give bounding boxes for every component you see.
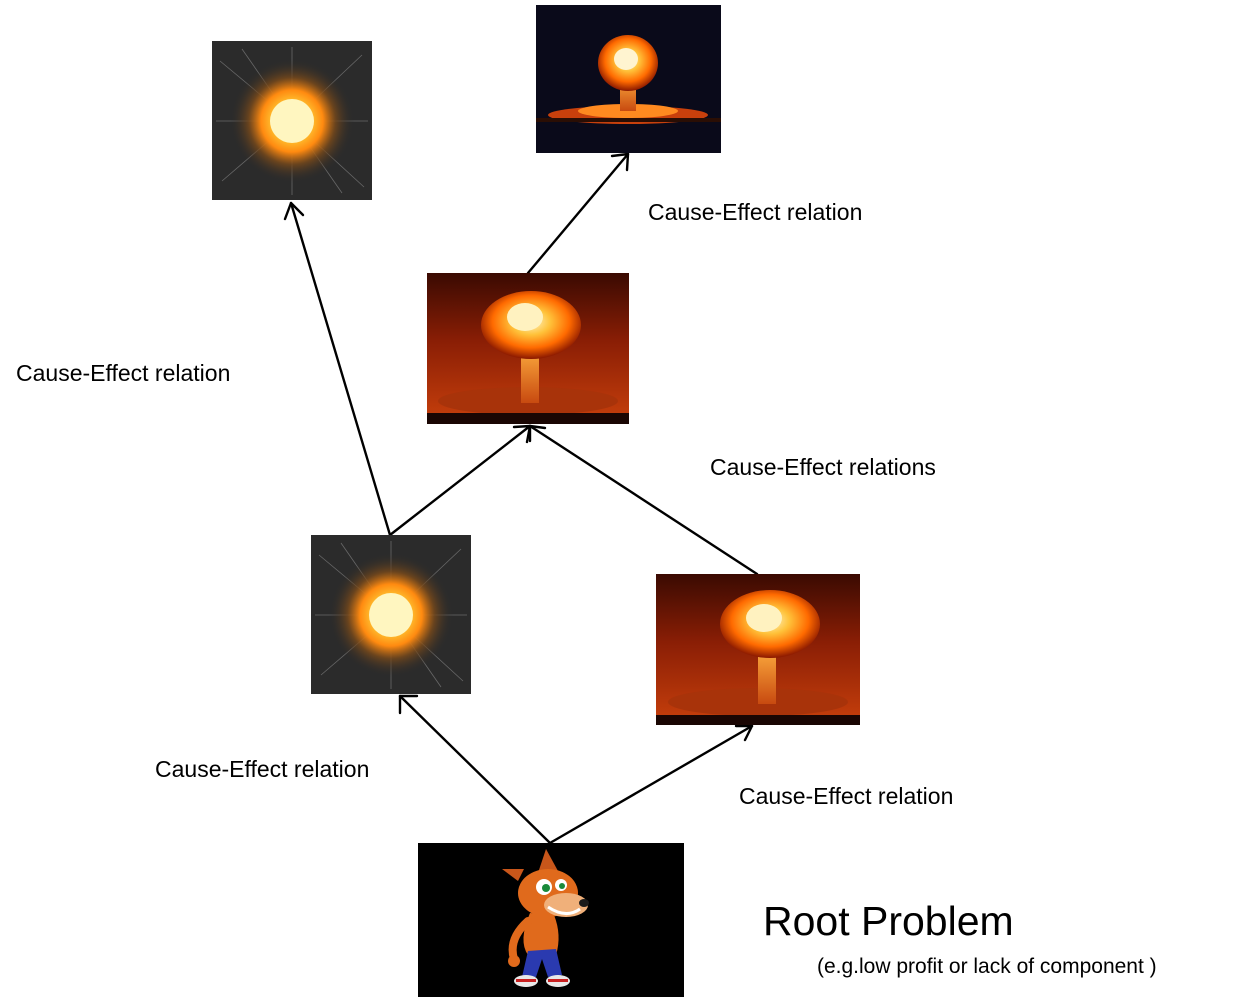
mushroom-cloud-icon	[536, 5, 721, 153]
relation-label-bottom-left: Cause-Effect relation	[155, 756, 370, 782]
relations-label-middle: Cause-Effect relations	[710, 454, 936, 480]
mushroom-cloud-icon	[427, 273, 629, 424]
relation-label-top-right: Cause-Effect relation	[648, 199, 863, 225]
root-problem-subtitle: (e.g.low profit or lack of component )	[817, 955, 1157, 978]
relation-label-left: Cause-Effect relation	[16, 360, 231, 386]
relation-label-bottom-right: Cause-Effect relation	[739, 783, 954, 809]
explosion-icon	[212, 41, 372, 200]
arrow-center-to-top-center	[526, 152, 630, 275]
arrow-root-to-mid-left	[398, 694, 552, 845]
explosion-icon	[311, 535, 471, 694]
arrow-mid-left-to-top-left	[283, 201, 392, 537]
root-problem-title: Root Problem	[763, 898, 1014, 944]
arrow-mid-left-to-center	[388, 424, 532, 537]
arrow-root-to-mid-right	[548, 724, 754, 845]
character-icon	[418, 843, 684, 997]
mushroom-cloud-icon	[656, 574, 860, 725]
arrow-mid-right-to-center	[528, 424, 759, 576]
edges	[283, 152, 759, 845]
